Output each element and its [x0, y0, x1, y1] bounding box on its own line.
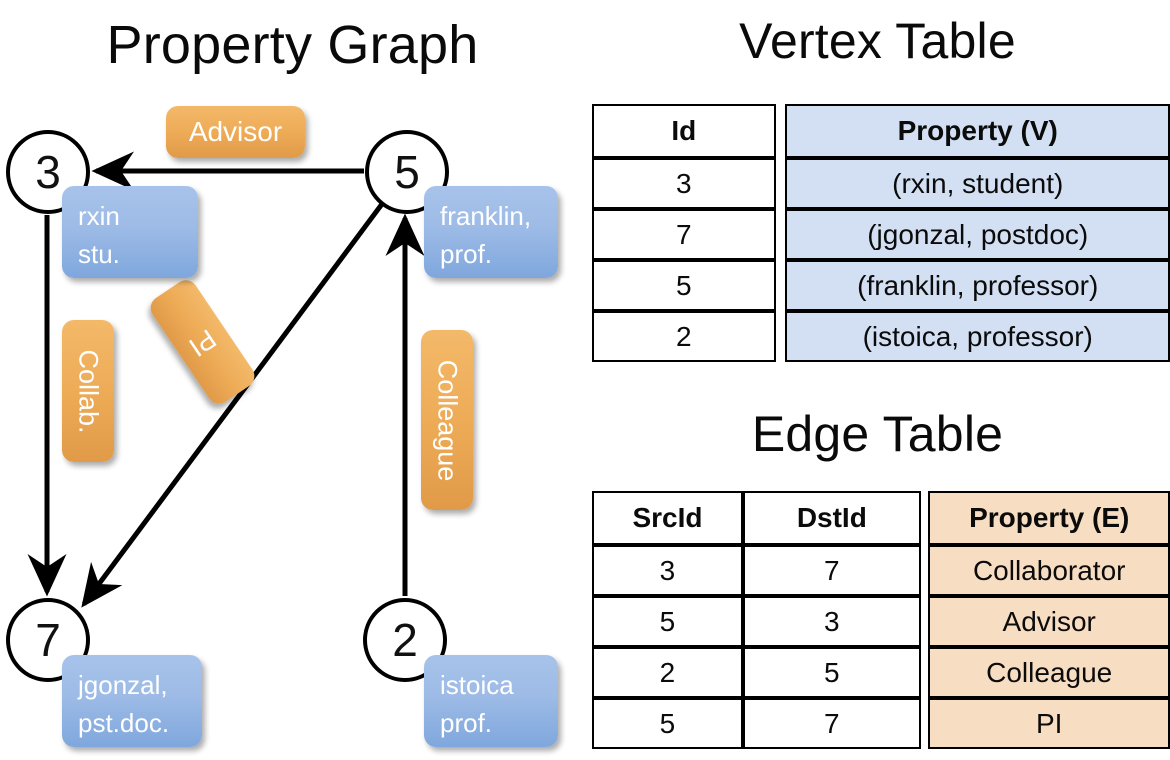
vertex-row-0-property: (rxin, student): [785, 158, 1170, 209]
edge-row-3-dst: 7: [742, 698, 921, 749]
edge-table-header-row: SrcId DstId Property (E): [592, 491, 1170, 545]
edge-label-advisor-text: Advisor: [188, 116, 283, 147]
edge-label-box-collaborator[interactable]: Collab.: [62, 320, 114, 462]
table-row[interactable]: 3 (rxin, student): [592, 158, 1170, 209]
vertex-row-2-id: 5: [592, 260, 776, 311]
edge-label-box-colleague[interactable]: Colleague: [421, 330, 473, 510]
vertex-table-column-gap: [775, 158, 786, 209]
vertex-property-franklin-line1: franklin,: [440, 201, 532, 231]
vertex-row-3-id: 2: [592, 311, 776, 362]
graph-node-5-label: 5: [394, 146, 420, 198]
edge-label-colleague-text: Colleague: [432, 359, 463, 481]
graph-node-5[interactable]: 5: [365, 130, 449, 214]
edge-row-0-dst: 7: [742, 545, 921, 596]
vertex-table-header-row: Id Property (V): [592, 104, 1170, 158]
edge-arrow-pi: [81, 202, 385, 608]
edge-table-column-gap: [920, 491, 929, 545]
vertex-row-3-property: (istoica, professor): [785, 311, 1170, 362]
edge-row-2-src: 2: [592, 647, 743, 698]
vertex-property-rxin-line2: stu.: [78, 238, 120, 269]
graph-node-2[interactable]: 2: [363, 598, 447, 682]
vertex-table-column-gap: [775, 260, 786, 311]
edge-table-header-property: Property (E): [928, 491, 1170, 545]
edge-table-header-dstid: DstId: [742, 491, 921, 545]
vertex-table: Id Property (V) 3 (rxin, student) 7 (jgo…: [592, 104, 1170, 362]
vertex-property-franklin-line2: prof.: [440, 238, 493, 269]
vertex-row-0-id: 3: [592, 158, 776, 209]
edge-row-3-src: 5: [592, 698, 743, 749]
edge-table-column-gap: [920, 545, 929, 596]
vertex-property-jgonzal-line1: jgonzal,: [78, 670, 168, 700]
edge-table: SrcId DstId Property (E) 3 7 Collaborato…: [592, 491, 1170, 749]
table-row[interactable]: 7 (jgonzal, postdoc): [592, 209, 1170, 260]
property-graph-diagram: 3 5 7 2 rxin stu. franklin, prof. jgonza…: [6, 106, 558, 747]
graph-node-2-label: 2: [392, 614, 418, 666]
vertex-property-rxin-line1: rxin: [78, 201, 120, 231]
table-row[interactable]: 5 3 Advisor: [592, 596, 1170, 647]
edge-row-2-dst: 5: [742, 647, 921, 698]
edge-table-column-gap: [920, 647, 929, 698]
vertex-row-1-property: (jgonzal, postdoc): [785, 209, 1170, 260]
graph-node-3-label: 3: [35, 146, 61, 198]
edge-label-box-advisor[interactable]: Advisor: [166, 106, 305, 158]
edge-table-column-gap: [920, 596, 929, 647]
edge-label-collaborator-text: Collab.: [73, 348, 104, 434]
vertex-property-box-rxin[interactable]: rxin stu.: [62, 186, 198, 278]
vertex-row-2-property: (franklin, professor): [785, 260, 1170, 311]
vertex-property-box-istoica[interactable]: istoica prof.: [424, 655, 558, 747]
table-row[interactable]: 3 7 Collaborator: [592, 545, 1170, 596]
edge-row-3-property: PI: [928, 698, 1170, 749]
vertex-property-box-jgonzal[interactable]: jgonzal, pst.doc.: [62, 655, 202, 747]
vertex-property-istoica-line1: istoica: [440, 670, 514, 700]
edge-row-2-property: Colleague: [928, 647, 1170, 698]
edge-row-1-dst: 3: [742, 596, 921, 647]
graph-edges-layer: [27, 151, 425, 608]
vertex-table-column-gap: [775, 311, 786, 362]
edge-row-1-property: Advisor: [928, 596, 1170, 647]
table-row[interactable]: 2 5 Colleague: [592, 647, 1170, 698]
page-title-vertex-table: Vertex Table: [739, 13, 1016, 69]
graph-node-7-label: 7: [35, 614, 61, 666]
vertex-table-header-property: Property (V): [785, 104, 1170, 158]
edge-table-column-gap: [920, 698, 929, 749]
vertex-table-column-gap: [775, 209, 786, 260]
vertex-table-column-gap: [775, 104, 786, 158]
edge-table-header-srcid: SrcId: [592, 491, 743, 545]
edge-row-1-src: 5: [592, 596, 743, 647]
table-row[interactable]: 5 7 PI: [592, 698, 1170, 749]
vertex-table-header-id: Id: [592, 104, 776, 158]
edge-row-0-property: Collaborator: [928, 545, 1170, 596]
vertex-property-box-franklin[interactable]: franklin, prof.: [424, 186, 558, 278]
vertex-row-1-id: 7: [592, 209, 776, 260]
edge-label-pi-text: PI: [183, 322, 222, 362]
table-row[interactable]: 5 (franklin, professor): [592, 260, 1170, 311]
vertex-property-jgonzal-line2: pst.doc.: [78, 707, 170, 738]
edge-row-0-src: 3: [592, 545, 743, 596]
vertex-property-istoica-line2: prof.: [440, 707, 493, 738]
page-title-edge-table: Edge Table: [751, 406, 1004, 462]
page-title-property-graph: Property Graph: [106, 15, 479, 75]
table-row[interactable]: 2 (istoica, professor): [592, 311, 1170, 362]
